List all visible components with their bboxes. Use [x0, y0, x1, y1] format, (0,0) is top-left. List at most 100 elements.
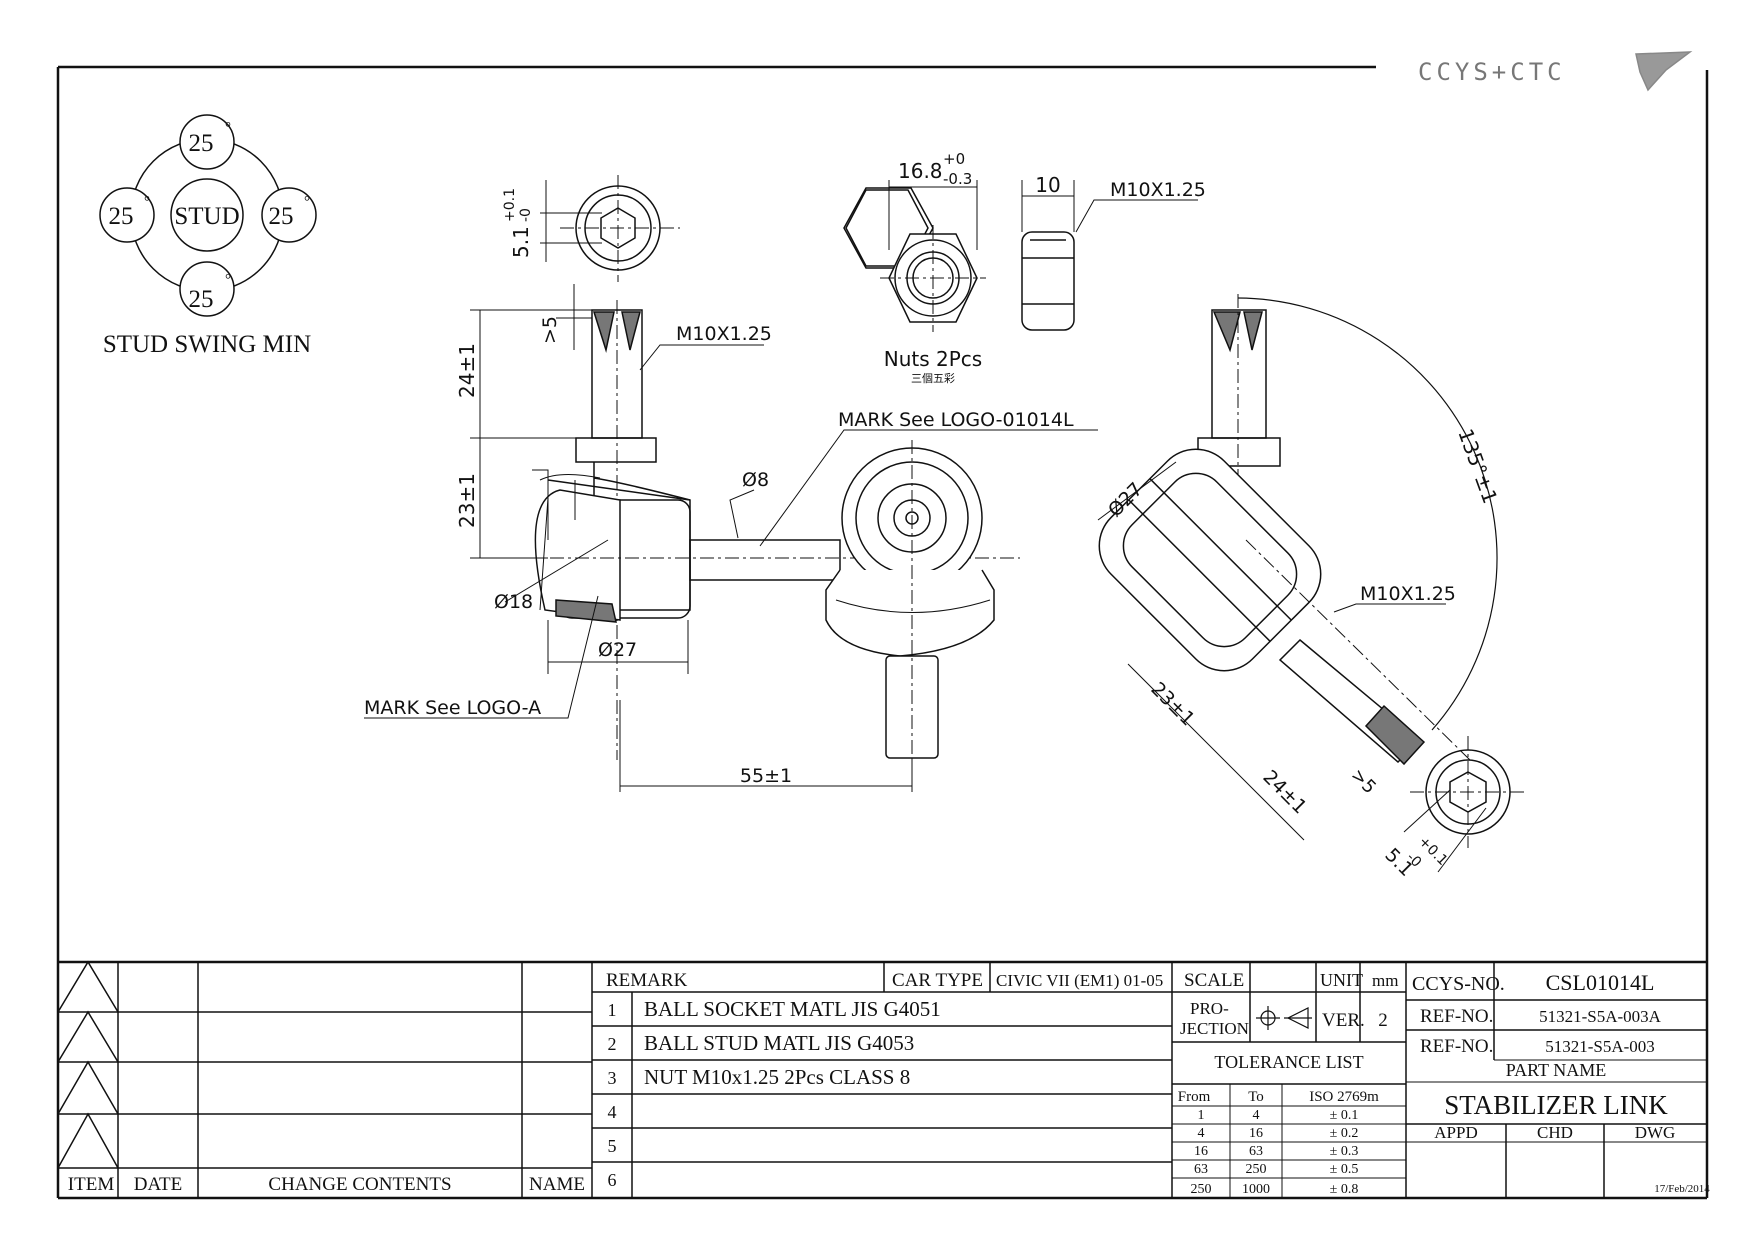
ball-diameter: Ø18: [494, 591, 533, 613]
mark-logo-01014l: MARK See LOGO-01014L: [838, 409, 1074, 431]
unit-value: mm: [1372, 971, 1398, 990]
tol-row5-from: 250: [1191, 1182, 1212, 1197]
hex-bottom-upper-tol: +0.1: [1415, 834, 1450, 869]
remark-no-3: 3: [608, 1068, 617, 1088]
part-name-value: STABILIZER LINK: [1444, 1090, 1668, 1120]
drawing-date: 17/Feb/2014: [1654, 1183, 1710, 1195]
tol-row4-from: 63: [1194, 1162, 1208, 1177]
remark-no-4: 4: [608, 1102, 617, 1122]
nut-side-view: 10 M10X1.25: [1021, 173, 1206, 331]
tol-row1-to: 4: [1253, 1108, 1260, 1123]
tol-header-from: From: [1178, 1089, 1211, 1105]
remark-text-2: BALL STUD MATL JIS G4053: [644, 1031, 914, 1055]
bar-diameter: Ø8: [742, 469, 769, 491]
stud-thread-right: M10X1.25: [1360, 583, 1456, 605]
center-distance-55: 55±1: [740, 765, 792, 787]
nuts-sublabel: 三個五彩: [911, 372, 955, 385]
brand-text: CCYS+CTC: [1418, 58, 1566, 86]
tol-row5-value: ± 0.8: [1330, 1182, 1359, 1197]
tol-row3-to: 63: [1249, 1144, 1263, 1159]
stud-swing-diagram: STUD 25 25 25 25 ° ° ° ° STUD SWING MIN: [99, 114, 317, 358]
tol-row3-value: ± 0.3: [1330, 1144, 1359, 1159]
remark-no-5: 5: [608, 1136, 617, 1156]
thread-depth-min: >5: [539, 316, 561, 344]
stud-thread-left: M10X1.25: [676, 323, 772, 345]
ver-label: VER.: [1322, 1010, 1365, 1031]
part-name-label: PART NAME: [1506, 1060, 1606, 1080]
remark-no-2: 2: [608, 1034, 617, 1054]
tol-row1-value: ± 0.1: [1330, 1108, 1359, 1123]
mark-logo-a: MARK See LOGO-A: [364, 697, 541, 719]
rev-header-date: DATE: [134, 1174, 183, 1195]
ver-value: 2: [1378, 1010, 1388, 1031]
nut-hex: 16.8 +0 -0.3 Nuts 2Pcs 三個五彩: [880, 150, 986, 385]
tol-row2-from: 4: [1198, 1126, 1205, 1141]
nut-thread-dim: M10X1.25: [1110, 179, 1206, 201]
hex-top-dim-upper-tol: +0.1: [502, 188, 518, 222]
swing-left-value: 25: [109, 203, 134, 230]
swing-title: STUD SWING MIN: [103, 331, 311, 358]
ref1-value: 51321-S5A-003A: [1539, 1007, 1662, 1026]
swing-left-degree: °: [144, 194, 150, 210]
rev-header-name: NAME: [529, 1174, 585, 1195]
tol-row2-to: 16: [1249, 1126, 1263, 1141]
nut-width-lower-tol: -0.3: [943, 170, 972, 188]
socket-diameter-left: Ø27: [598, 639, 637, 661]
brand-mark-icon: [1635, 51, 1693, 92]
stud-length-24-right: 24±1: [1258, 766, 1310, 818]
body-length-23: 23±1: [455, 473, 479, 528]
projection-symbol-icon: [1256, 1006, 1312, 1030]
tol-row1-from: 1: [1198, 1108, 1205, 1123]
rev-header-item: ITEM: [68, 1174, 115, 1195]
tol-header-iso: ISO 2769m: [1309, 1089, 1379, 1105]
unit-label: UNIT: [1320, 970, 1363, 990]
ccys-no-value: CSL01014L: [1546, 970, 1655, 995]
remark-label: REMARK: [606, 970, 688, 991]
chd-label: CHD: [1537, 1123, 1573, 1142]
ccys-no-label: CCYS-NO.: [1412, 973, 1505, 995]
swing-top-value: 25: [189, 130, 214, 157]
remark-no-1: 1: [608, 1000, 617, 1020]
nut-width-dim: 16.8: [898, 159, 943, 183]
swing-top-degree: °: [225, 120, 231, 136]
part-info-block: CCYS-NO. CSL01014L REF-NO. 51321-S5A-003…: [1406, 962, 1710, 1198]
nut-thickness-dim: 10: [1035, 173, 1060, 197]
swing-bottom-value: 25: [189, 286, 214, 313]
link-angled-view: 135°±1 Ø27 M10X1.25 23±1 24±1 >5 5.1 +0.…: [1097, 294, 1526, 881]
remark-text-1: BALL SOCKET MATL JIS G4051: [644, 997, 941, 1021]
revision-block: ITEM DATE CHANGE CONTENTS NAME: [57, 960, 593, 1198]
dwg-label: DWG: [1635, 1123, 1676, 1142]
brand-logo: CCYS+CTC: [1418, 51, 1693, 92]
ref1-label: REF-NO.: [1420, 1006, 1493, 1027]
tolerance-title: TOLERANCE LIST: [1214, 1052, 1363, 1072]
nuts-label: Nuts 2Pcs: [884, 347, 982, 371]
remarks-block: REMARK CAR TYPE CIVIC VII (EM1) 01-05 1 …: [592, 962, 1173, 1198]
ref2-label: REF-NO.: [1420, 1036, 1493, 1057]
car-type-label: CAR TYPE: [892, 970, 983, 991]
tol-row2-value: ± 0.2: [1330, 1126, 1359, 1141]
ref2-value: 51321-S5A-003: [1545, 1037, 1655, 1056]
hex-top-dim-lower-tol: -0: [518, 208, 534, 222]
car-type-value: CIVIC VII (EM1) 01-05: [996, 971, 1163, 990]
nut-width-upper-tol: +0: [943, 150, 965, 168]
rev-header-change: CHANGE CONTENTS: [268, 1174, 451, 1195]
tol-row4-to: 250: [1246, 1162, 1267, 1177]
tol-row5-to: 1000: [1242, 1182, 1270, 1197]
thread-depth-min-right: >5: [1346, 765, 1380, 799]
appd-label: APPD: [1434, 1123, 1477, 1142]
swing-angle: 135°±1: [1453, 426, 1502, 507]
remark-text-3: NUT M10x1.25 2Pcs CLASS 8: [644, 1065, 910, 1089]
hex-socket-top-view: 5.1 +0.1 -0: [502, 175, 680, 282]
scale-label: SCALE: [1184, 970, 1244, 991]
link-side-view: 24±1 23±1 >5 M10X1.25 Ø8 MARK See LOGO-0…: [364, 284, 1098, 792]
swing-bottom-degree: °: [225, 272, 231, 288]
tol-row4-value: ± 0.5: [1330, 1162, 1359, 1177]
projection-line1: PRO-: [1190, 999, 1229, 1018]
stud-length-24: 24±1: [455, 343, 479, 398]
projection-line2: JECTION: [1180, 1019, 1249, 1038]
tol-row3-from: 16: [1194, 1144, 1208, 1159]
tol-header-to: To: [1248, 1089, 1264, 1105]
remark-no-6: 6: [608, 1170, 617, 1190]
swing-right-degree: °: [304, 194, 310, 210]
